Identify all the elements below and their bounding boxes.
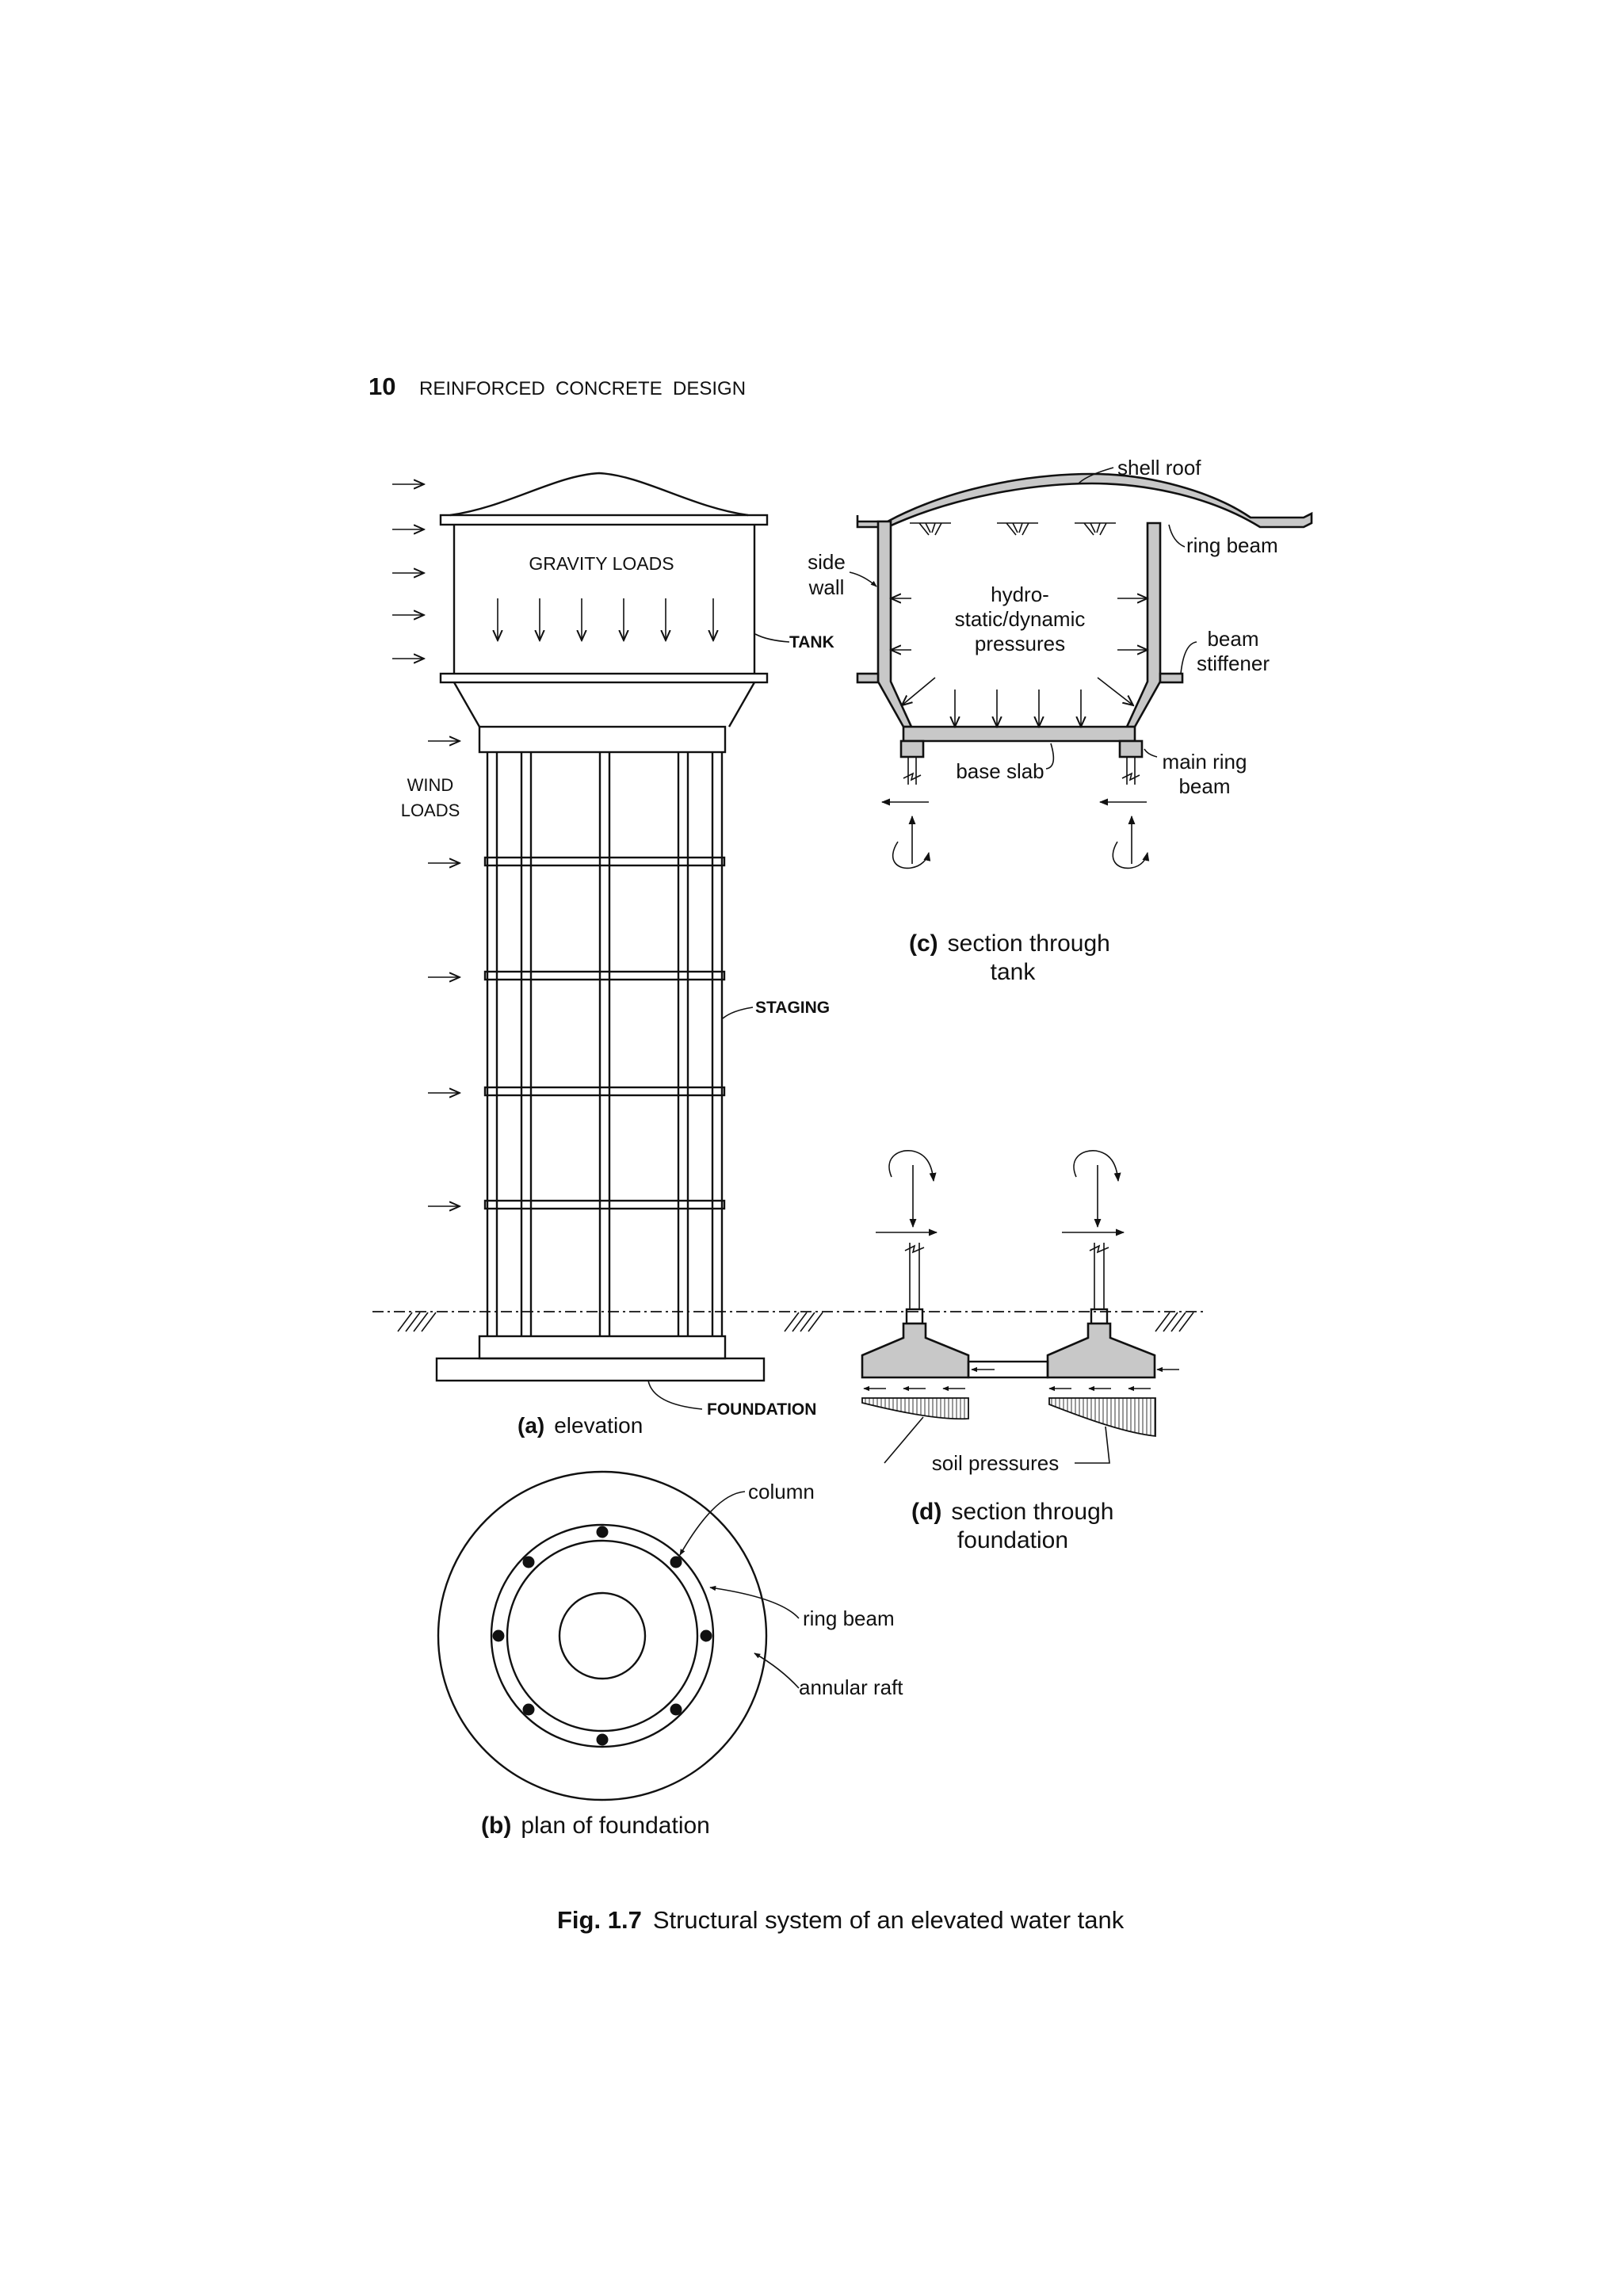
tank-section-drawing: shell roof ring beam side wall hydro- st…	[808, 456, 1313, 985]
tank-section-caption-line2: tank	[991, 959, 1037, 985]
pressure-arrows	[891, 598, 1148, 727]
soil-friction-arrows	[863, 1366, 1179, 1392]
tank-label: TANK	[789, 633, 834, 651]
foundation-raft	[435, 1357, 766, 1382]
beam-stiffener-label-line1: beam	[1207, 627, 1258, 651]
staging-columns	[486, 752, 724, 1336]
right-wall-section	[1125, 521, 1162, 728]
foundation-label: FOUNDATION	[707, 1400, 816, 1419]
ground-hatch	[397, 1312, 1194, 1332]
staging-bracings	[483, 856, 726, 1210]
main-ring-beam-label-line1: main ring	[1163, 750, 1247, 774]
base-slab-label: base slab	[956, 759, 1044, 783]
column-label: column	[748, 1480, 815, 1503]
annular-raft-label: annular raft	[799, 1675, 903, 1699]
soil-pressure-right	[1048, 1397, 1156, 1438]
tank-ring-beam-label: ring beam	[1186, 533, 1278, 557]
foundation-section-drawing: soil pressures (d)section through founda…	[861, 1150, 1179, 1553]
foundation-section-caption-line2: foundation	[957, 1527, 1068, 1553]
shell-roof-section	[856, 472, 1313, 529]
main-ring-beam-label-line2: beam	[1178, 774, 1230, 798]
soil-pressure-left	[861, 1397, 969, 1420]
staging-label: STAGING	[755, 999, 830, 1017]
footing-right	[1046, 1322, 1156, 1379]
footing-left	[861, 1322, 970, 1379]
tank-roof	[449, 472, 749, 517]
pressures-label-line2: static/dynamic	[955, 607, 1086, 631]
soil-pressures-label: soil pressures	[932, 1451, 1059, 1475]
ring-beam-outer	[490, 1523, 715, 1748]
main-ring-beam-left	[899, 739, 925, 758]
foundation-pedestal	[478, 1335, 727, 1360]
elevation-drawing: GRAVITY LOADS WIND LOADS TANK STAGING FO…	[372, 472, 1205, 1438]
side-wall-label-line1: side	[808, 550, 846, 574]
wind-loads-label-line2: LOADS	[401, 800, 460, 820]
beam-stiffener-label-line2: stiffener	[1197, 651, 1270, 675]
column-dots	[492, 1526, 712, 1746]
elevation-caption: (a)elevation	[517, 1413, 643, 1438]
annular-raft-outer	[437, 1470, 768, 1801]
pressures-label-line3: pressures	[975, 632, 1065, 655]
tank-floor-slab	[439, 672, 769, 684]
plan-drawing: column ring beam annular raft (b)plan of…	[437, 1470, 903, 1839]
pressures-label-line1: hydro-	[991, 583, 1049, 606]
bottom-ring-beam	[478, 725, 727, 754]
shell-roof-label: shell roof	[1117, 456, 1201, 479]
tank-support-reactions	[880, 798, 1150, 869]
page-number: 10	[369, 372, 395, 400]
plan-caption: (b)plan of foundation	[481, 1813, 710, 1839]
column-load-arrows	[876, 1150, 1125, 1236]
wind-load-arrows	[392, 484, 460, 1206]
running-title: REINFORCED CONCRETE DESIGN	[419, 378, 746, 399]
gravity-load-arrows	[498, 598, 713, 640]
page-header: 10 REINFORCED CONCRETE DESIGN	[369, 372, 746, 400]
main-ring-beam-right	[1118, 739, 1144, 758]
left-wall-section	[876, 520, 914, 728]
ring-beam-inner	[506, 1539, 699, 1733]
raft-opening	[558, 1591, 647, 1680]
foundation-section-caption-line1: (d)section through	[911, 1499, 1113, 1525]
roof-slab	[439, 514, 769, 526]
base-slab-section	[902, 725, 1136, 743]
tie-beam	[967, 1360, 1049, 1379]
water-surface	[910, 522, 1116, 536]
wind-loads-label-line1: WIND	[407, 775, 454, 795]
side-wall-label-line2: wall	[808, 575, 845, 599]
tank-section-caption-line1: (c)section through	[909, 930, 1110, 957]
gravity-loads-label: GRAVITY LOADS	[529, 553, 674, 574]
plan-ring-beam-label: ring beam	[803, 1606, 895, 1630]
